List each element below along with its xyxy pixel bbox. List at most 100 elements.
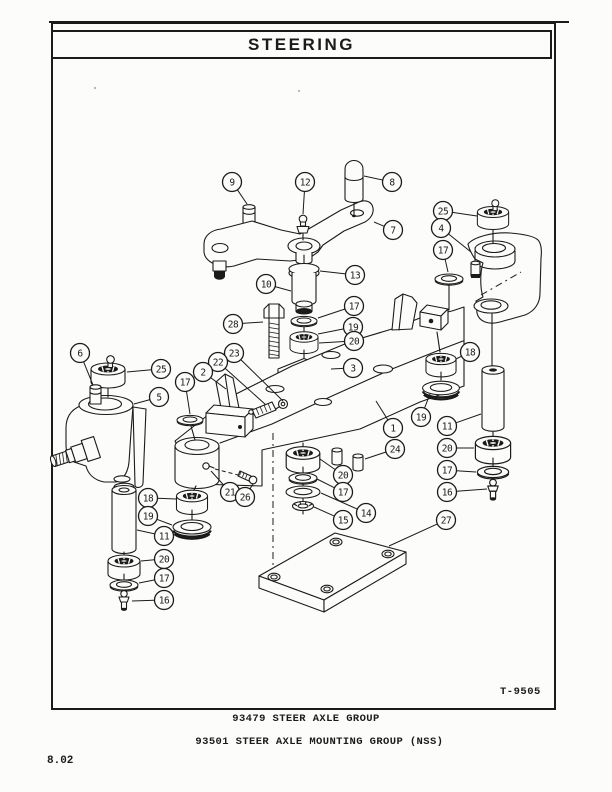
- callout-25: 25: [432, 200, 478, 222]
- callout-17: 17: [317, 295, 365, 319]
- scan-speck: [94, 87, 96, 89]
- svg-text:4: 4: [438, 223, 444, 234]
- svg-text:18: 18: [465, 347, 476, 358]
- section-title: STEERING: [248, 34, 355, 54]
- part-grease-fitting-12: [296, 214, 310, 241]
- svg-text:6: 6: [77, 348, 83, 359]
- callout-26: 26: [234, 483, 256, 508]
- callout-11: 11: [136, 525, 175, 547]
- callout-12: 12: [294, 171, 316, 215]
- part-washer-17-left-boss: [176, 414, 204, 441]
- svg-text:7: 7: [390, 225, 395, 236]
- part-bearing-cap-25-left: [90, 355, 126, 389]
- svg-text:17: 17: [180, 377, 190, 388]
- callout-13: 13: [319, 264, 366, 286]
- svg-text:11: 11: [442, 421, 453, 432]
- svg-text:14: 14: [361, 508, 372, 519]
- callout-10: 10: [255, 273, 292, 295]
- svg-text:18: 18: [143, 493, 154, 504]
- callout-23: 23: [223, 342, 284, 402]
- svg-text:23: 23: [229, 348, 239, 359]
- svg-text:17: 17: [438, 245, 448, 256]
- svg-text:19: 19: [143, 511, 154, 522]
- callout-14: 14: [320, 492, 377, 524]
- part-kingpin-stack-center: [288, 254, 320, 359]
- part-grease-fitting-6: [89, 384, 102, 405]
- callout-28: 28: [222, 313, 264, 335]
- callout-22: 22: [207, 351, 267, 406]
- callout-17: 17: [316, 478, 354, 503]
- callout-18: 18: [455, 341, 481, 363]
- part-handle-8: [344, 159, 364, 218]
- part-axle-beam-1: [174, 293, 465, 490]
- part-bottom-stack: [285, 442, 321, 515]
- svg-text:24: 24: [390, 444, 401, 455]
- svg-text:26: 26: [240, 492, 251, 503]
- callout-27: 27: [388, 509, 457, 547]
- part-steering-arm-7: [203, 200, 374, 280]
- svg-text:9: 9: [229, 177, 235, 188]
- callout-17: 17: [432, 239, 454, 273]
- svg-text:25: 25: [156, 364, 166, 375]
- callout-15: 15: [313, 506, 354, 531]
- part-pin-21: [202, 462, 215, 470]
- part-kingpin-11-right: [474, 365, 512, 502]
- svg-text:20: 20: [442, 443, 453, 454]
- callout-2: 2: [192, 361, 227, 390]
- callout-17: 17: [138, 567, 175, 589]
- callout-11: 11: [436, 413, 482, 437]
- part-pins-24: [331, 447, 364, 472]
- callout-8: 8: [363, 171, 403, 193]
- part-bolt-28: [263, 303, 285, 359]
- svg-text:27: 27: [441, 515, 451, 526]
- svg-text:25: 25: [438, 206, 448, 217]
- svg-text:21: 21: [225, 487, 236, 498]
- svg-text:22: 22: [213, 357, 223, 368]
- part-bearing-cap-25-right: [476, 199, 510, 231]
- svg-text:3: 3: [350, 363, 355, 374]
- part-bracket-2: [205, 373, 254, 438]
- svg-text:17: 17: [442, 465, 452, 476]
- drawing-number: T-9505: [500, 686, 541, 698]
- figure-caption: 93479 STEER AXLE GROUP 93501 STEER AXLE …: [106, 713, 506, 749]
- part-washer-17-right-top: [434, 273, 464, 311]
- callout-20: 20: [319, 458, 354, 486]
- svg-text:28: 28: [228, 319, 239, 330]
- svg-text:5: 5: [156, 392, 161, 403]
- callout-4: 4: [430, 217, 472, 253]
- callout-20: 20: [140, 548, 175, 570]
- section-title-box: STEERING: [51, 30, 552, 59]
- part-mounting-plate-27: [258, 433, 407, 613]
- callout-19: 19: [137, 505, 173, 527]
- part-screw-26: [214, 468, 258, 485]
- callout-3: 3: [330, 357, 364, 379]
- svg-text:19: 19: [416, 412, 427, 423]
- svg-text:16: 16: [159, 595, 170, 606]
- callout-16: 16: [131, 589, 175, 611]
- part-bearing-18-right: [421, 331, 461, 401]
- callout-20: 20: [318, 330, 365, 352]
- callout-9: 9: [221, 171, 248, 205]
- callout-24: 24: [364, 438, 406, 460]
- svg-text:20: 20: [338, 470, 349, 481]
- callout-17: 17: [436, 459, 477, 481]
- svg-text:19: 19: [348, 322, 359, 333]
- svg-text:20: 20: [349, 336, 360, 347]
- callout-16: 16: [436, 481, 488, 503]
- part-knuckle-right: [467, 228, 542, 367]
- scan-speck: [298, 90, 300, 92]
- svg-text:17: 17: [159, 573, 169, 584]
- page-border: [51, 22, 556, 710]
- callout-19: 19: [410, 393, 432, 428]
- svg-text:13: 13: [350, 270, 360, 281]
- callout-6: 6: [69, 342, 94, 386]
- page-number: 8.02: [47, 755, 74, 767]
- svg-text:15: 15: [338, 515, 348, 526]
- part-knuckle-5: [49, 386, 147, 488]
- svg-text:16: 16: [442, 487, 453, 498]
- svg-text:17: 17: [338, 487, 348, 498]
- svg-text:12: 12: [300, 177, 310, 188]
